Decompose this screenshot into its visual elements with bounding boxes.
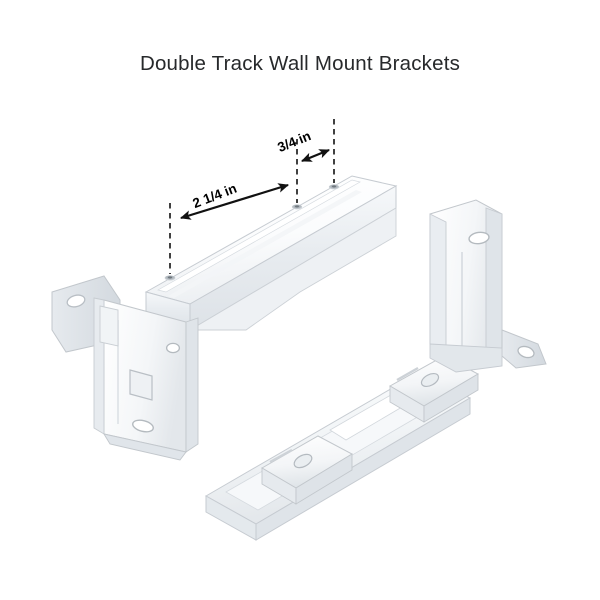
- right-bracket: [204, 199, 547, 541]
- right-bracket-plate-left-fold: [429, 213, 447, 353]
- left-bracket-plate-slot: [129, 369, 153, 401]
- right-bracket-clip-lower: [261, 435, 354, 505]
- right-bracket-channel-underside: [255, 397, 471, 541]
- screw-hole-1-bore: [167, 276, 173, 279]
- left-bracket-rail-groove-shadow: [168, 190, 362, 298]
- screw-hole-2-bore: [295, 205, 299, 208]
- clip-lower-front: [295, 453, 353, 505]
- clip-lower-oval-hole: [293, 453, 313, 469]
- left-bracket-hinge-tab: [99, 305, 119, 347]
- right-bracket-plate-base: [429, 343, 503, 373]
- right-bracket-plate-oval-hole: [468, 231, 490, 245]
- dimension-arrow-3-4: [301, 148, 330, 163]
- clip-upper-oval-hole: [420, 372, 440, 388]
- left-bracket-plate-round-hole: [165, 342, 181, 354]
- left-bracket-plate-edge: [185, 317, 199, 453]
- clip-lower-notch: [269, 448, 293, 464]
- left-bracket: [51, 175, 398, 461]
- clip-upper-front: [423, 373, 479, 423]
- left-bracket-plate-oval-hole: [132, 419, 154, 433]
- right-bracket-side-tab-hole: [517, 345, 535, 359]
- dimension-annotations: [169, 119, 335, 274]
- left-bracket-plate-bottom: [103, 433, 187, 461]
- left-bracket-gusset: [188, 207, 397, 331]
- screw-hole-3-bore: [332, 185, 336, 188]
- page-title: Double Track Wall Mount Brackets: [139, 52, 461, 75]
- right-bracket-plate-right-fold: [485, 207, 503, 357]
- left-bracket-upper-flange-hole: [66, 294, 86, 308]
- clip-upper-notch: [396, 366, 419, 382]
- dimension-arrow-2-1-4: [180, 183, 289, 220]
